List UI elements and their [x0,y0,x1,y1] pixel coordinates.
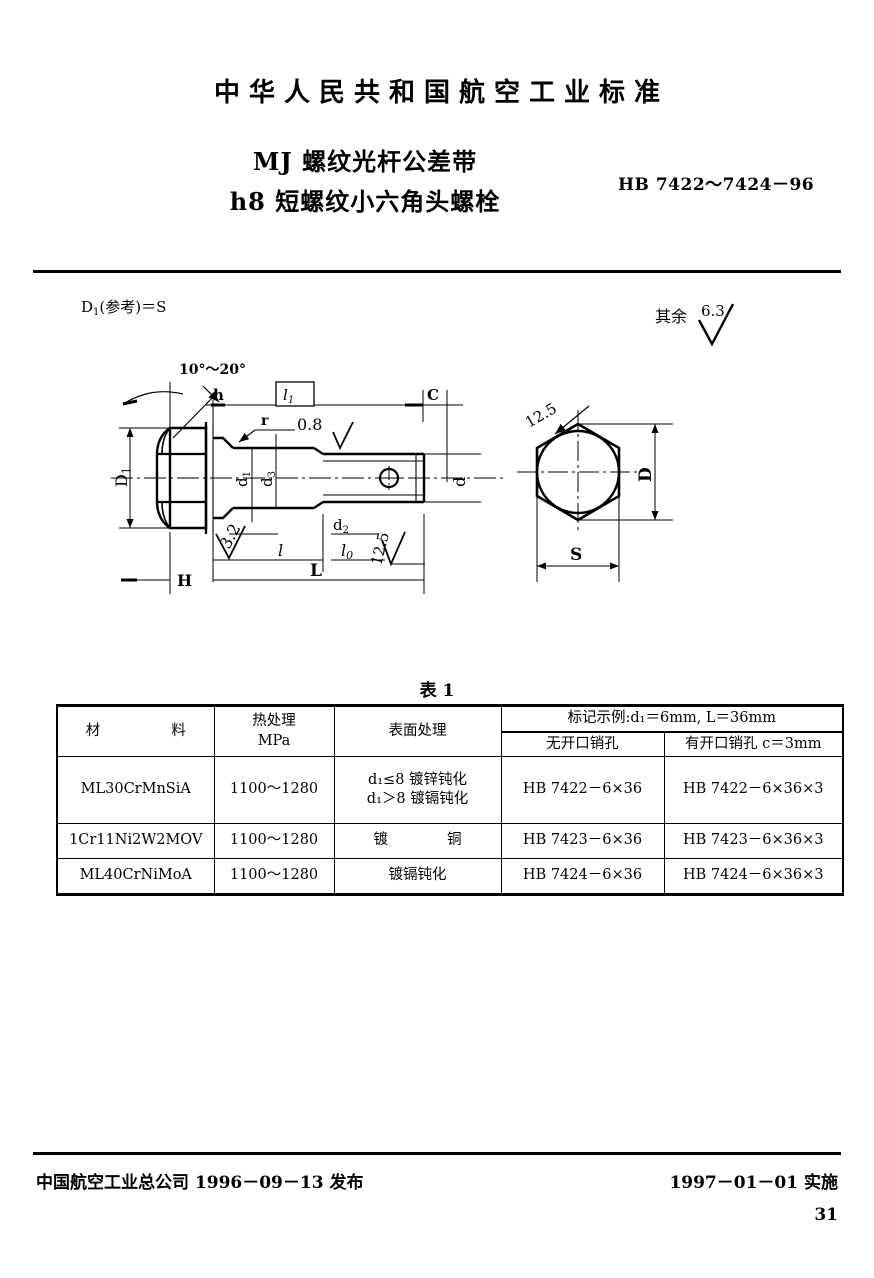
cell-heat-treatment: 1100～1280 [213,756,335,825]
table-header-row-2: 无开口销孔 有开口销孔 c＝3mm [57,731,845,758]
label-finish-32: 3.2 [216,520,245,551]
cell-designation-with-pin-hole: HB 7422－6×36×3 [663,756,845,825]
label-d1: d1 [233,471,253,487]
cell-heat-treatment: 1100～1280 [213,823,335,860]
cell-heat-treatment: 1100～1280 [213,858,335,897]
page-title-line-2: h8 短螺纹小六角头螺栓 [229,187,501,216]
cell-surface-treatment: d₁≤8 镀锌钝化 d₁＞8 镀镉钝化 [333,756,502,825]
standard-number: HB 7422～7424－96 [618,175,815,195]
label-L: L [310,561,322,581]
finish-32-check-icon [215,525,246,560]
label-l: l [278,541,283,560]
document-title: MJ 螺纹光杆公差带 h8 短螺纹小六角头螺栓 [150,142,580,222]
header-without-pin-hole: 无开口销孔 [500,731,665,758]
label-C: C [427,386,439,404]
table-row: 1Cr11Ni2W2MOV 1100～1280 镀 铜 HB 7423－6×36… [56,823,845,860]
table-row: ML40CrNiMoA 1100～1280 镀镉钝化 HB 7424－6×36 … [56,858,845,897]
cell-designation-with-pin-hole: HB 7424－6×36×3 [663,858,845,897]
page-number: 31 [814,1205,838,1225]
label-r: r [261,413,269,429]
cell-surface-treatment: 镀镉钝化 [333,858,502,897]
cell-designation-with-pin-hole: HB 7423－6×36×3 [663,823,845,860]
surface-finish-check-icon [697,303,735,347]
footer-issuer: 中国航空工业总公司 1996－09－13 发布 [36,1173,364,1193]
label-l1: l1 [283,386,294,406]
footer-divider-rule [33,1152,841,1155]
cell-designation-without-pin-hole: HB 7423－6×36 [500,823,665,860]
label-D: D [636,467,656,482]
note-d1-reference: D1(参考)＝S [81,298,166,318]
table-caption: 表 1 [419,681,455,701]
label-surface-finish-value: 6.3 [701,302,725,320]
label-S: S [570,545,582,565]
page-title-line-1: MJ 螺纹光杆公差带 [252,147,478,176]
header-surface-treatment: 表面处理 [333,703,502,758]
specification-table: 材 料 热处理 MPa 表面处理 标记示例:d₁＝6mm, L＝36mm 无开口… [56,703,845,897]
table-header-row-1: 材 料 热处理 MPa 表面处理 标记示例:d₁＝6mm, L＝36mm [56,703,845,758]
cell-surface-treatment-line2: d₁＞8 镀镉钝化 [366,791,469,808]
label-l0: l0 [341,541,353,562]
table-row: ML30CrMnSiA 1100～1280 d₁≤8 镀锌钝化 d₁＞8 镀镉钝… [56,756,845,825]
cell-material: ML30CrMnSiA [56,756,215,825]
header-heat-treatment-line1: 热处理 [252,713,296,729]
header-material: 材 料 [56,703,215,758]
finish-08-check-icon [332,421,354,451]
cell-surface-treatment: 镀 铜 [333,823,502,860]
footer-effective-date: 1997－01－01 实施 [669,1173,838,1193]
label-hex-finish-125: 12.5 [522,399,560,431]
cell-material: ML40CrNiMoA [56,858,215,897]
cell-surface-treatment-line1: d₁≤8 镀锌钝化 [367,771,468,788]
label-h: h [213,386,224,404]
header-marking-example: 标记示例:d₁＝6mm, L＝36mm [500,703,845,733]
cell-material: 1Cr11Ni2W2MOV [56,823,215,860]
header-with-pin-hole: 有开口销孔 c＝3mm [663,731,845,758]
header-heat-treatment: 热处理 MPa [213,703,335,758]
header-heat-treatment-unit: MPa [257,732,291,749]
label-finish-08: 0.8 [297,415,322,434]
label-D1: D1 [112,467,133,487]
label-H: H [177,571,192,590]
standard-header: 中华人民共和国航空工业标准 [0,72,874,109]
label-surface-finish-other: 其余 [655,307,687,326]
label-head-angle: 10°～20° [179,362,246,378]
label-d: d [450,477,469,487]
cell-designation-without-pin-hole: HB 7422－6×36 [500,756,665,825]
bolt-drawing-svg: D1(参考)＝S 其余 6.3 [81,298,735,594]
cell-designation-without-pin-hole: HB 7424－6×36 [500,858,665,897]
header-divider-rule [33,270,841,273]
organization-title: 中华人民共和国航空工业标准 [213,78,669,108]
label-d2: d2 [333,516,349,536]
technical-drawing: D1(参考)＝S 其余 6.3 [33,282,841,612]
label-d3: d3 [258,471,278,487]
